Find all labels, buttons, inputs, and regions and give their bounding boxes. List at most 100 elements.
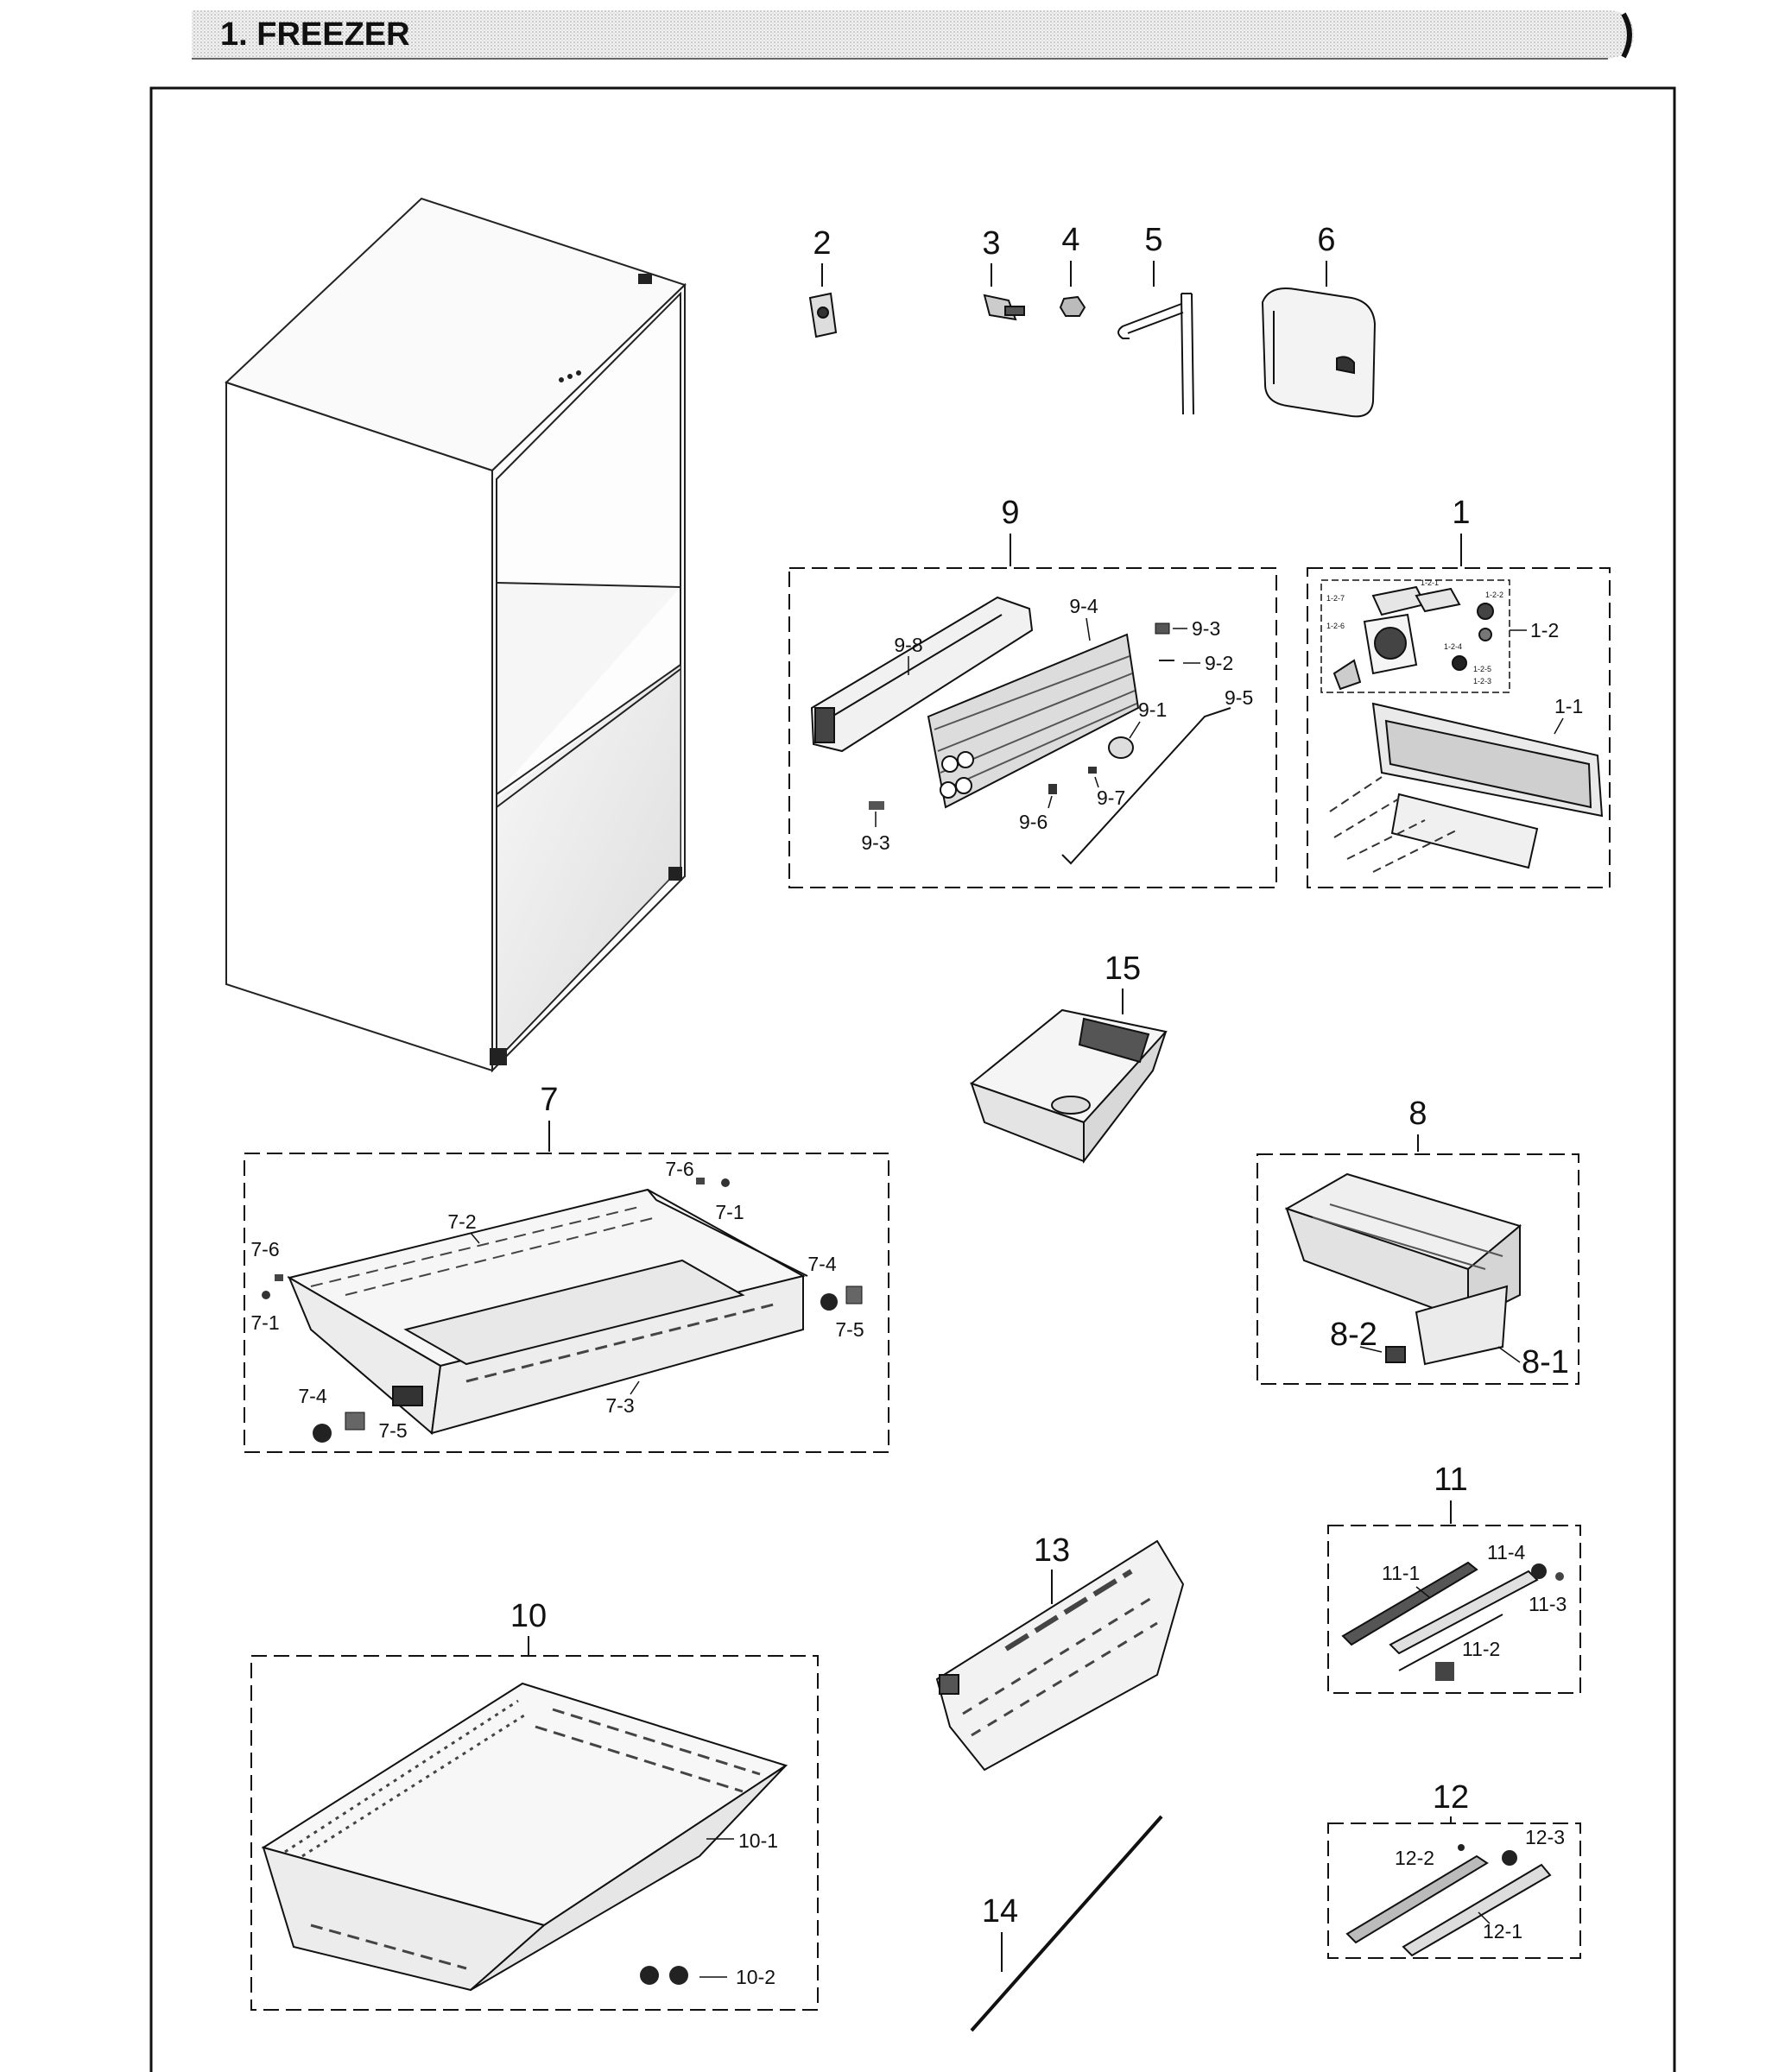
callout-12-3: 12-3: [1525, 1826, 1565, 1848]
part-7-5-right: [845, 1286, 863, 1304]
part-12-2-pin: [1458, 1844, 1465, 1851]
callout-12-2: 12-2: [1395, 1847, 1434, 1869]
callout-4: 4: [1061, 222, 1079, 258]
part-9-7-clip: [1088, 767, 1097, 774]
part-9-5-heater: [1061, 707, 1231, 865]
callout-7-6-right: 7-6: [665, 1158, 693, 1180]
callout-9-1: 9-1: [1138, 698, 1167, 721]
part-11-1-rail: [1341, 1561, 1539, 1671]
part-2-bracket: [808, 292, 838, 338]
callout-7: 7: [540, 1082, 558, 1118]
callout-11-3: 11-3: [1529, 1593, 1567, 1615]
group-7-box: [244, 1153, 889, 1453]
part-8-icemaker: [1284, 1172, 1522, 1366]
part-13-tray: [935, 1539, 1185, 1772]
callout-8: 8: [1408, 1096, 1427, 1132]
part-9-6-fuse: [1048, 784, 1057, 794]
callout-7-2: 7-2: [447, 1210, 476, 1233]
part-12-3-roller: [1502, 1850, 1517, 1866]
callout-1-2-3: 1-2-3: [1473, 677, 1491, 685]
callout-9-2: 9-2: [1205, 652, 1233, 674]
callout-9-3b: 9-3: [861, 831, 889, 854]
callout-1-1: 1-1: [1554, 695, 1583, 717]
part-1-1-panel: [1329, 702, 1604, 873]
part-9-3-clip: [1155, 622, 1170, 635]
callout-9-6: 9-6: [1019, 811, 1048, 833]
part-7-1-right: [721, 1178, 730, 1187]
part-7-basket: [287, 1188, 808, 1435]
page-title: 1. FREEZER: [220, 16, 410, 53]
part-11-2-bracket: [1435, 1662, 1454, 1681]
part-10-2-cap-a: [640, 1966, 659, 1985]
callout-7-6-left: 7-6: [250, 1238, 279, 1260]
part-12-1-rail: [1345, 1854, 1552, 1957]
callout-11-2: 11-2: [1462, 1638, 1500, 1660]
callout-7-1-left: 7-1: [250, 1311, 279, 1334]
part-9-8-housing: [810, 596, 1034, 753]
callout-14: 14: [982, 1893, 1018, 1930]
callout-7-1-right: 7-1: [715, 1201, 744, 1223]
callout-8-2: 8-2: [1330, 1317, 1377, 1353]
part-5-rod: [1117, 293, 1194, 415]
part-7-6-right: [696, 1178, 705, 1184]
callout-11-4: 11-4: [1487, 1541, 1526, 1563]
diagram-frame: [149, 86, 1676, 2072]
group-8-box: [1256, 1153, 1579, 1385]
part-11-3-stopper: [1555, 1572, 1564, 1581]
part-9-4-evaporator: [927, 633, 1140, 809]
part-14-strip: [970, 1815, 1163, 2032]
callout-15: 15: [1105, 951, 1141, 987]
callout-6: 6: [1317, 222, 1335, 258]
part-4-cap: [1059, 295, 1086, 317]
part-15-bin: [969, 1008, 1168, 1164]
callout-9-7: 9-7: [1097, 786, 1125, 809]
part-11-4-roller: [1531, 1563, 1547, 1579]
callout-8-1: 8-1: [1522, 1344, 1569, 1380]
callout-9-8: 9-8: [894, 634, 922, 656]
part-7-1-left: [262, 1291, 270, 1299]
callout-12-1: 12-1: [1483, 1920, 1522, 1942]
callout-9-3: 9-3: [1192, 617, 1220, 640]
callout-1: 1: [1452, 495, 1470, 531]
callout-10: 10: [510, 1598, 547, 1634]
group-1-box: [1307, 567, 1611, 888]
callout-9-4: 9-4: [1069, 595, 1098, 617]
callout-1-2: 1-2: [1530, 619, 1559, 641]
callout-1-2-1: 1-2-1: [1421, 578, 1439, 587]
group-11-box: [1327, 1525, 1581, 1694]
callout-1-2-6: 1-2-6: [1326, 622, 1345, 630]
callout-7-4-right: 7-4: [807, 1253, 836, 1275]
freezer-cabinet: [225, 197, 687, 1073]
callout-10-2: 10-2: [736, 1966, 775, 1988]
part-7-4-right: [820, 1293, 838, 1311]
callout-7-5-right: 7-5: [835, 1318, 864, 1341]
callout-1-2-5: 1-2-5: [1473, 665, 1491, 673]
part-6-cover: [1261, 287, 1377, 418]
callout-11-1: 11-1: [1382, 1562, 1420, 1584]
callout-10-1: 10-1: [738, 1829, 778, 1852]
part-9-3-clip-b: [869, 801, 884, 810]
group-12-box: [1327, 1822, 1581, 1959]
group-1-2-box: [1320, 579, 1510, 693]
callout-13: 13: [1034, 1532, 1070, 1569]
callout-7-4-left: 7-4: [298, 1385, 326, 1407]
group-10-box: [250, 1655, 819, 2011]
part-10-1-basket: [261, 1682, 788, 1992]
callout-9: 9: [1001, 495, 1019, 531]
part-7-4-left: [313, 1424, 332, 1443]
callout-1-2-7: 1-2-7: [1326, 594, 1345, 603]
part-9-1-sensor: [1108, 736, 1134, 759]
part-7-5-left: [345, 1412, 365, 1431]
callout-3: 3: [982, 225, 1000, 262]
part-3-valve: [983, 294, 1025, 321]
callout-11: 11: [1434, 1462, 1467, 1498]
section-header: 1. FREEZER: [192, 10, 1634, 60]
callout-7-5-left: 7-5: [378, 1419, 407, 1442]
part-10-2-cap-b: [669, 1966, 688, 1985]
callout-5: 5: [1144, 222, 1162, 258]
callout-1-2-2: 1-2-2: [1485, 591, 1503, 599]
callout-2: 2: [813, 225, 831, 262]
callout-12: 12: [1433, 1779, 1469, 1816]
part-7-6-left: [275, 1274, 283, 1281]
